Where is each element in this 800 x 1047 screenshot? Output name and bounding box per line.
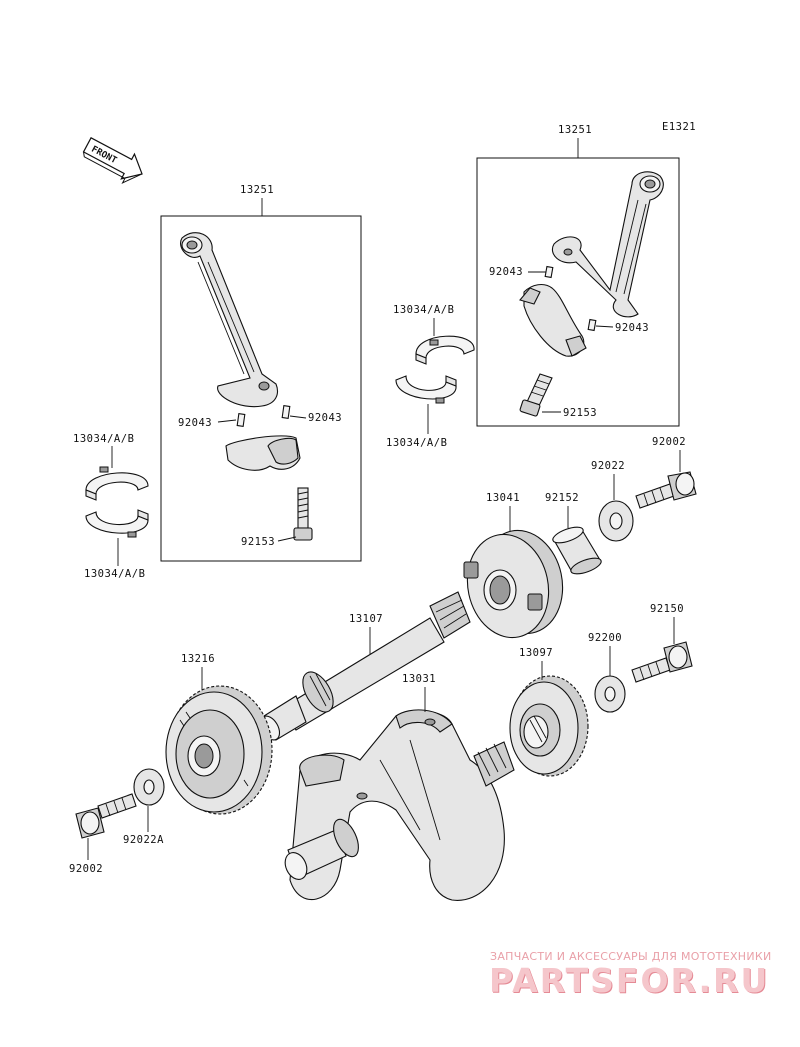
- bolt-92150: [631, 641, 693, 683]
- label-92153-left: 92153: [241, 536, 275, 548]
- label-13034-far-left-top: 13034/A/B: [73, 433, 134, 445]
- label-13031: 13031: [402, 673, 436, 685]
- label-92043-left-a: 92043: [178, 417, 212, 429]
- bolt-92002-top: [635, 471, 697, 509]
- washer-92200: [594, 675, 626, 713]
- label-13041: 13041: [486, 492, 520, 504]
- watermark-tagline: ЗАПЧАСТИ И АКСЕССУАРЫ ДЛЯ МОТОТЕХНИКИ: [490, 950, 772, 963]
- bearing-shells-left: [85, 466, 149, 538]
- bolt-92153-right: [519, 373, 553, 417]
- label-13034-center-top: 13034/A/B: [393, 304, 454, 316]
- label-13107: 13107: [349, 613, 383, 625]
- label-92043-right-a: 92043: [489, 266, 523, 278]
- clutch-housing: [463, 529, 564, 639]
- sleeve-92152: [552, 526, 602, 575]
- label-92022A: 92022A: [123, 834, 164, 846]
- label-92200: 92200: [588, 632, 622, 644]
- washer-92022: [598, 500, 634, 542]
- output-shaft: [259, 591, 471, 741]
- connecting-rod-assembly-left: [160, 198, 362, 562]
- watermark-logo: PARTSFOR.RU: [489, 961, 770, 1000]
- label-92150: 92150: [650, 603, 684, 615]
- label-92002-bottom: 92002: [69, 863, 103, 875]
- label-92002-top: 92002: [652, 436, 686, 448]
- label-13251-right: 13251: [558, 124, 592, 136]
- front-arrow-icon: FRONT: [82, 136, 143, 184]
- label-92153-right: 92153: [563, 407, 597, 419]
- label-13097: 13097: [519, 647, 553, 659]
- label-92043-right-b: 92043: [615, 322, 649, 334]
- label-92043-left-b: 92043: [308, 412, 342, 424]
- label-13034-center-bottom: 13034/A/B: [386, 437, 447, 449]
- washer-92022A: [133, 768, 165, 806]
- label-13251-left: 13251: [240, 184, 274, 196]
- label-92022-top: 92022: [591, 460, 625, 472]
- connecting-rod-assembly-right: [476, 138, 680, 427]
- label-92152: 92152: [545, 492, 579, 504]
- label-13216: 13216: [181, 653, 215, 665]
- crank-gear-left: [165, 685, 273, 815]
- crankshaft: [284, 709, 515, 901]
- diagram-code: E1321: [662, 121, 696, 133]
- crank-gear-right: [509, 675, 589, 777]
- bolt-92002-bottom: [75, 793, 137, 839]
- label-13034-far-left-bottom: 13034/A/B: [84, 568, 145, 580]
- bearing-shells-center: [395, 335, 475, 404]
- bolt-92153-left: [293, 487, 313, 541]
